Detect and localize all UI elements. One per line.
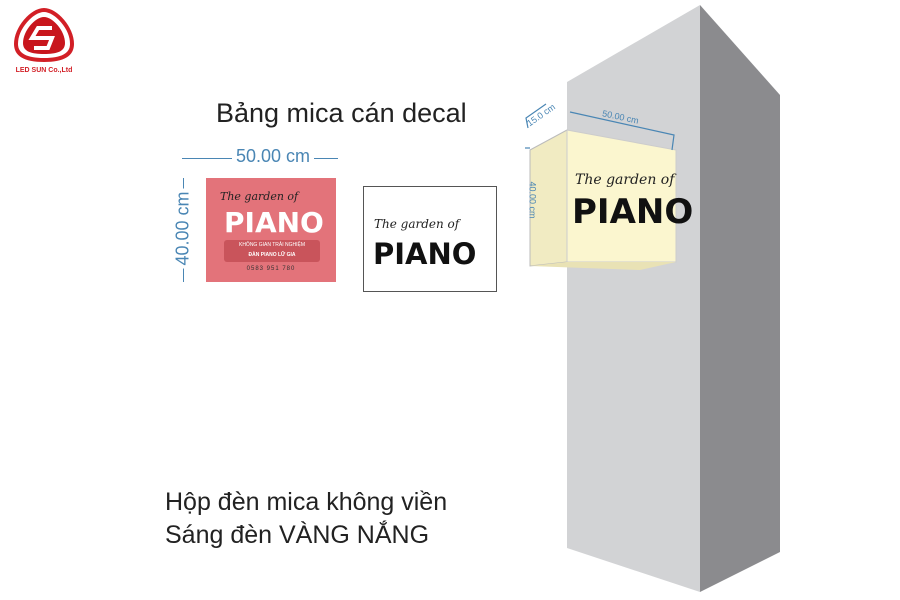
pink-sign: The garden of PIANO KHÔNG GIAN TRẢI NGHI… — [206, 178, 336, 282]
lightbox-bottom — [530, 262, 676, 270]
lightbox-title: PIANO — [572, 192, 694, 232]
pillar-side-face — [700, 5, 780, 592]
caption: Hộp đèn mica không viền Sáng đèn VÀNG NẮ… — [165, 486, 447, 552]
heading: Bảng mica cán decal — [216, 98, 467, 128]
caption-line1: Hộp đèn mica không viền — [165, 488, 448, 516]
pink-height-label: 40.00 cm — [172, 188, 194, 269]
pink-line1: KHÔNG GIAN TRẢI NGHIỆM — [238, 242, 306, 248]
lightbox-height-label: 40.00 cm — [527, 181, 538, 219]
logo-text: LED SUN Co.,Ltd — [15, 67, 73, 74]
pillar-front-face — [567, 5, 700, 592]
white-script-text: The garden of — [374, 217, 460, 231]
lightbox-script-text: The garden of — [575, 172, 675, 188]
led-sun-logo: LED SUN Co.,Ltd — [12, 7, 76, 76]
white-sign: The garden of PIANO — [363, 186, 497, 292]
pink-phone: 0583 951 780 — [246, 266, 296, 272]
pink-info-band: KHÔNG GIAN TRẢI NGHIỆM ĐÀN PIANO LỮ GIA — [224, 240, 320, 262]
caption-line2: Sáng đèn VÀNG NẮNG — [165, 521, 430, 549]
white-title: PIANO — [373, 237, 477, 271]
pink-line2: ĐÀN PIANO LỮ GIA — [248, 252, 296, 258]
lightbox-dimension-lines — [525, 103, 675, 151]
pink-script-text: The garden of — [220, 190, 299, 203]
pink-title: PIANO — [224, 206, 324, 239]
pink-width-label: 50.00 cm — [232, 146, 315, 167]
